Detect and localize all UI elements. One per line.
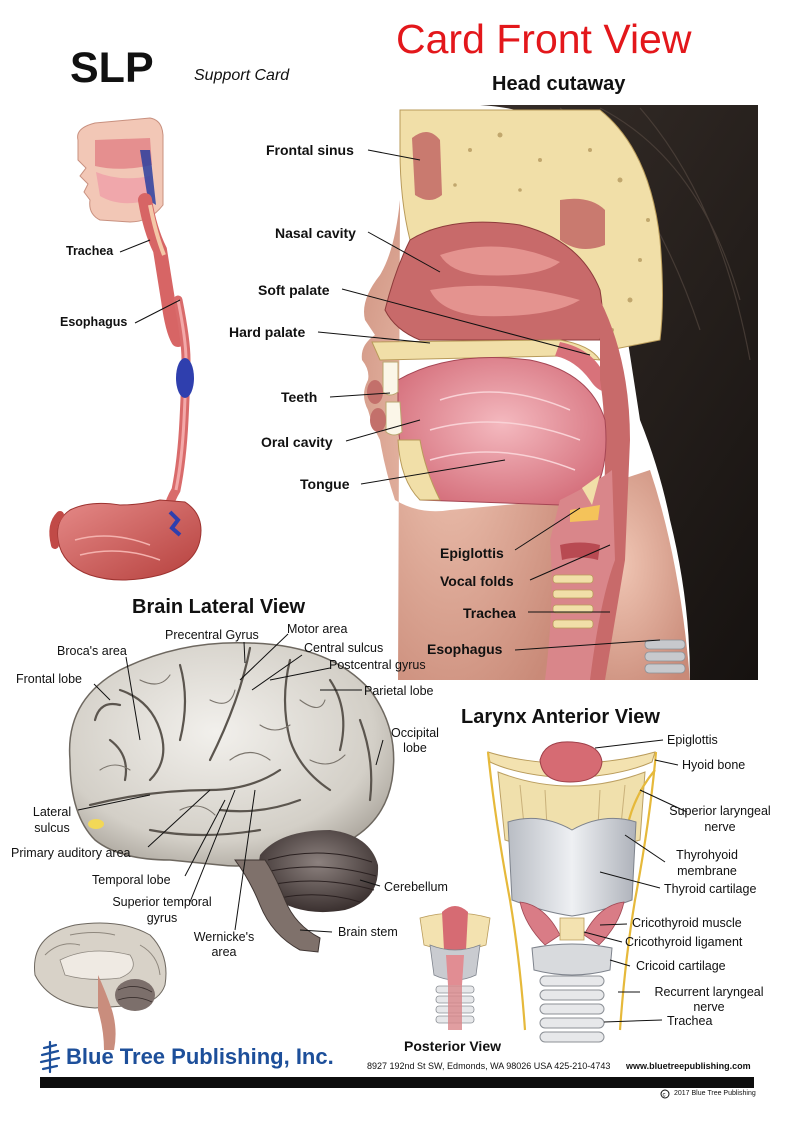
label-wernickes-area: Wernicke's area xyxy=(193,930,255,959)
tree-logo-icon xyxy=(39,1040,61,1074)
label-brain-stem: Brain stem xyxy=(338,925,398,939)
leader-lines xyxy=(77,149,688,1023)
copyright-icon xyxy=(660,1089,670,1099)
label-esophagus-left: Esophagus xyxy=(60,315,128,329)
label-primary-auditory-area: Primary auditory area xyxy=(11,846,131,860)
posterior-view-label: Posterior View xyxy=(404,1038,502,1054)
support-card-label: Support Card xyxy=(194,67,290,84)
brain-lateral-title: Brain Lateral View xyxy=(132,596,306,618)
label-epiglottis-larynx: Epiglottis xyxy=(667,733,718,747)
label-brocas-area: Broca's area xyxy=(57,644,127,658)
label-oral-cavity: Oral cavity xyxy=(261,434,333,450)
label-thyroid-cartilage: Thyroid cartilage xyxy=(664,882,757,896)
label-vocal-folds: Vocal folds xyxy=(440,573,514,589)
label-thyrohyoid-membrane: Thyrohyoid membrane xyxy=(676,848,738,878)
label-lateral-sulcus: Lateral sulcus xyxy=(32,805,72,835)
label-frontal-sinus: Frontal sinus xyxy=(266,142,354,158)
label-soft-palate: Soft palate xyxy=(258,282,330,298)
publisher-name: Blue Tree Publishing, Inc. xyxy=(66,1044,334,1069)
label-hyoid-bone: Hyoid bone xyxy=(682,758,746,772)
label-teeth: Teeth xyxy=(281,389,318,405)
label-superior-temporal-gyrus: Superior temporal gyrus xyxy=(112,895,212,925)
head-cutaway-illustration xyxy=(361,105,758,680)
publisher-address: 8927 192nd St SW, Edmonds, WA 98026 USA … xyxy=(367,1061,611,1071)
label-occipital-lobe: Occipital lobe xyxy=(391,726,439,755)
card-front-view-title: Card Front View xyxy=(396,16,692,62)
publisher-website: www.bluetreepublishing.com xyxy=(626,1061,751,1071)
brain-lateral-illustration xyxy=(68,641,395,953)
label-cricothyroid-ligament: Cricothyroid ligament xyxy=(625,935,743,949)
head-cutaway-title: Head cutaway xyxy=(492,73,626,95)
label-superior-laryngeal-nerve: Superior laryngeal nerve xyxy=(669,804,771,834)
label-esophagus-head: Esophagus xyxy=(427,641,503,657)
label-parietal-lobe: Parietal lobe xyxy=(364,684,434,698)
label-cricothyroid-muscle: Cricothyroid muscle xyxy=(632,916,742,930)
label-postcentral-gyrus: Postcentral gyrus xyxy=(329,658,426,672)
label-trachea-larynx: Trachea xyxy=(667,1014,713,1028)
copyright-text: 2017 Blue Tree Publishing xyxy=(674,1090,756,1097)
brain-sagittal-thumbnail xyxy=(34,922,167,1050)
larynx-posterior-illustration xyxy=(419,906,491,1030)
footer-bar xyxy=(40,1077,754,1088)
svg-text:c: c xyxy=(663,1093,666,1099)
label-nasal-cavity: Nasal cavity xyxy=(275,225,356,241)
label-central-sulcus: Central sulcus xyxy=(304,641,384,655)
larynx-anterior-title: Larynx Anterior View xyxy=(461,706,660,728)
larynx-anterior-illustration xyxy=(486,741,658,1043)
label-hard-palate: Hard palate xyxy=(229,324,306,340)
label-temporal-lobe: Temporal lobe xyxy=(92,873,171,887)
label-trachea-left: Trachea xyxy=(66,244,114,258)
label-trachea-head: Trachea xyxy=(463,605,516,621)
slp-title: SLP xyxy=(70,44,154,92)
esophagus-illustration xyxy=(49,117,202,581)
label-cerebellum: Cerebellum xyxy=(384,880,448,894)
label-tongue: Tongue xyxy=(300,476,350,492)
label-epiglottis-head: Epiglottis xyxy=(440,545,504,561)
label-cricoid-cartilage: Cricoid cartilage xyxy=(636,959,726,973)
label-precentral-gyrus: Precentral Gyrus xyxy=(165,628,259,642)
label-recurrent-laryngeal-nerve: Recurrent laryngeal nerve xyxy=(654,985,764,1014)
label-frontal-lobe: Frontal lobe xyxy=(16,672,83,686)
label-motor-area: Motor area xyxy=(287,622,348,636)
